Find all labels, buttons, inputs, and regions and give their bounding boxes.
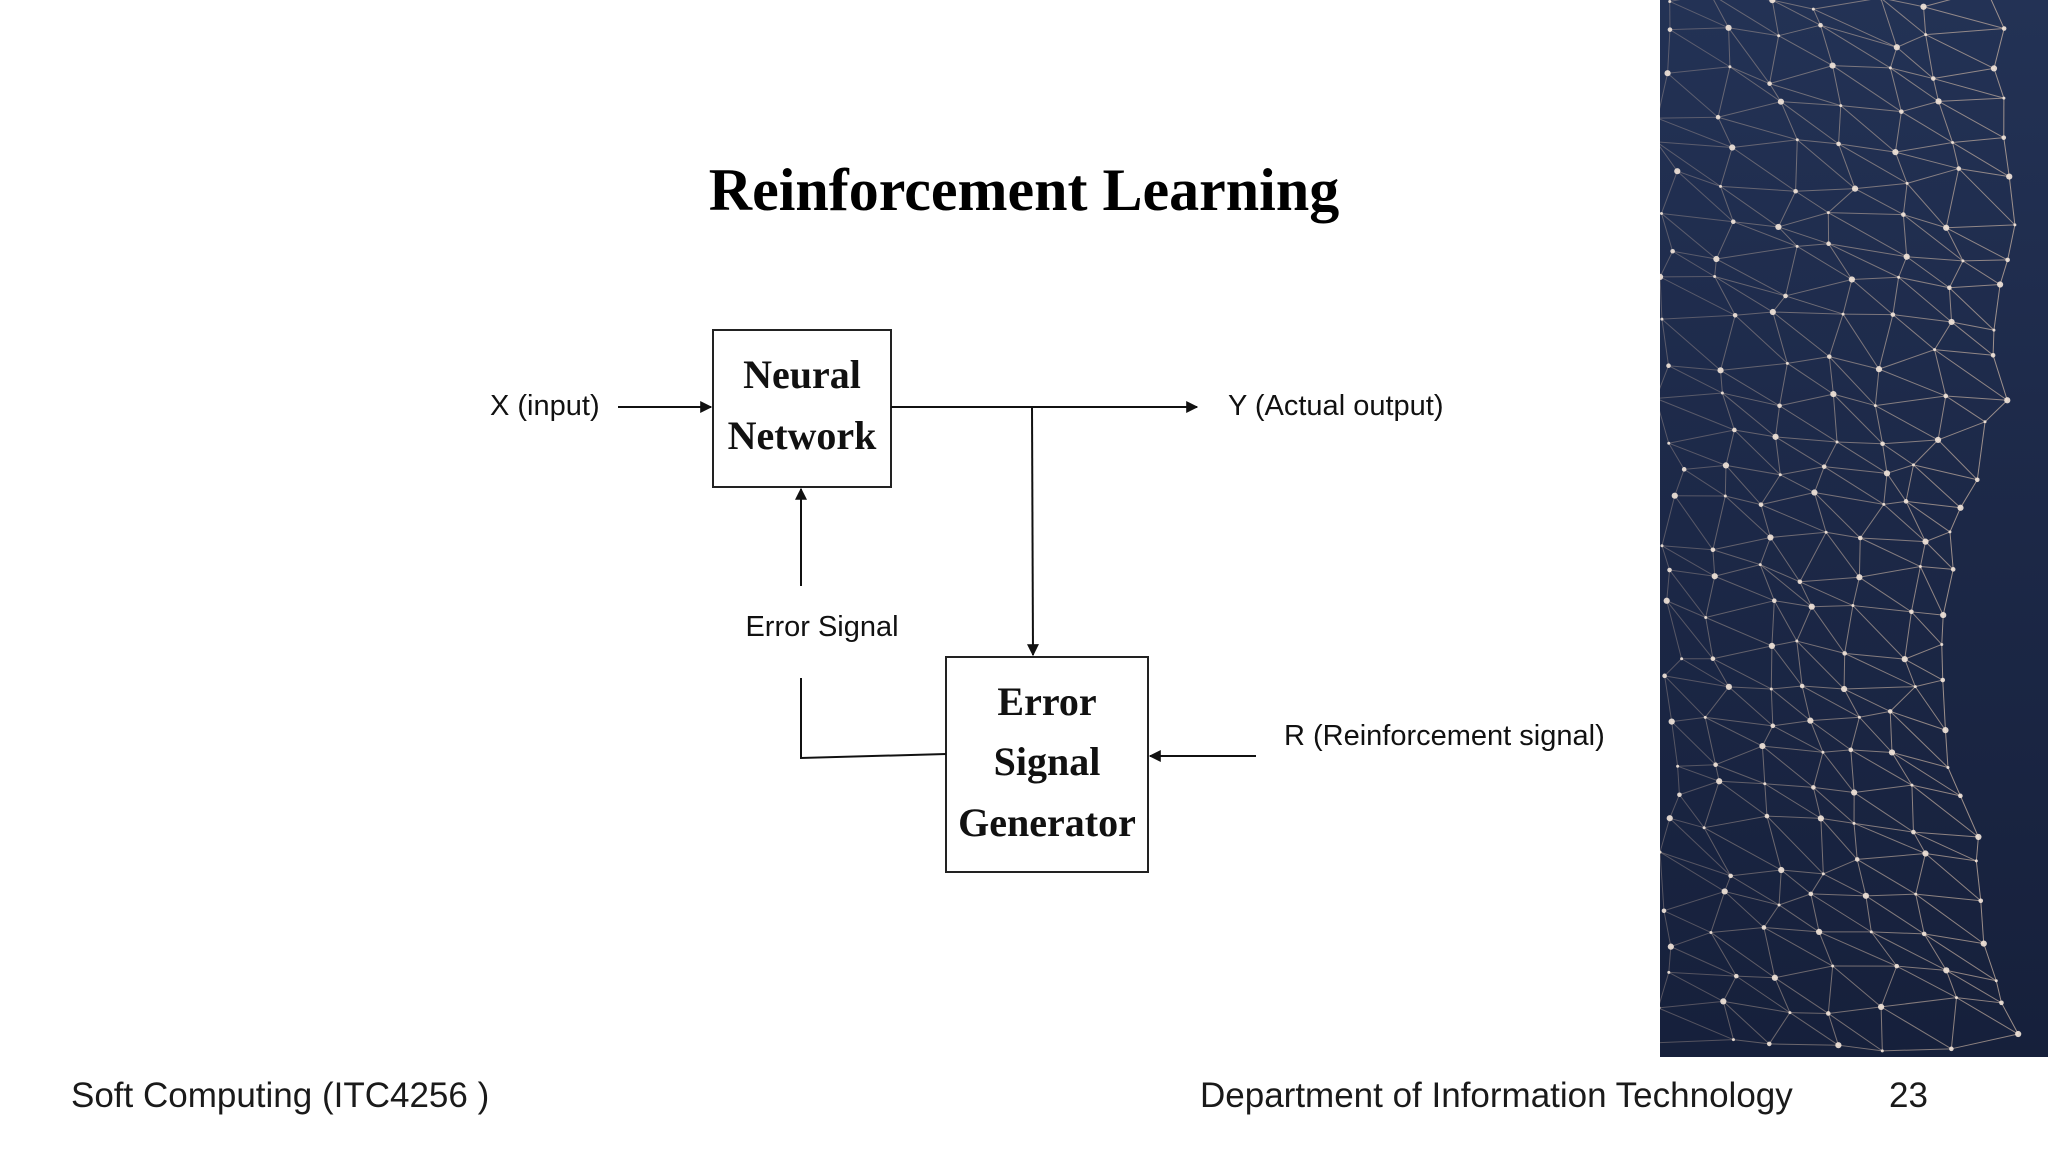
error-signal-generator-label-line2: Signal bbox=[994, 739, 1101, 784]
footer-course: Soft Computing (ITC4256 ) bbox=[71, 1076, 490, 1115]
page-number: 23 bbox=[1889, 1076, 1928, 1115]
error-signal-generator-label-line3: Generator bbox=[958, 800, 1136, 845]
error-signal-generator-box bbox=[945, 656, 1149, 873]
error-signal-generator-label-line1: Error bbox=[997, 679, 1096, 724]
slide-title: Reinforcement Learning bbox=[709, 157, 1339, 223]
reinforcement-signal-label: R (Reinforcement signal) bbox=[1284, 720, 1605, 752]
mesh-links bbox=[1660, 0, 2019, 1052]
footer-department: Department of Information Technology bbox=[1200, 1076, 1793, 1115]
output-branch-arrow bbox=[1026, 406, 1039, 657]
error-feedback-path bbox=[800, 678, 947, 760]
output-signal-label: Y (Actual output) bbox=[1228, 390, 1443, 422]
network-mesh-icon bbox=[1660, 0, 2022, 1053]
neural-network-box bbox=[712, 329, 892, 488]
side-panel-image bbox=[1660, 0, 2048, 1057]
neural-network-label-line1: Neural bbox=[743, 352, 861, 397]
neural-network-label-line2: Network bbox=[728, 413, 878, 458]
error-signal-label: Error Signal bbox=[745, 611, 898, 643]
mesh-nodes bbox=[1660, 0, 2022, 1053]
input-signal-label: X (input) bbox=[490, 390, 600, 422]
